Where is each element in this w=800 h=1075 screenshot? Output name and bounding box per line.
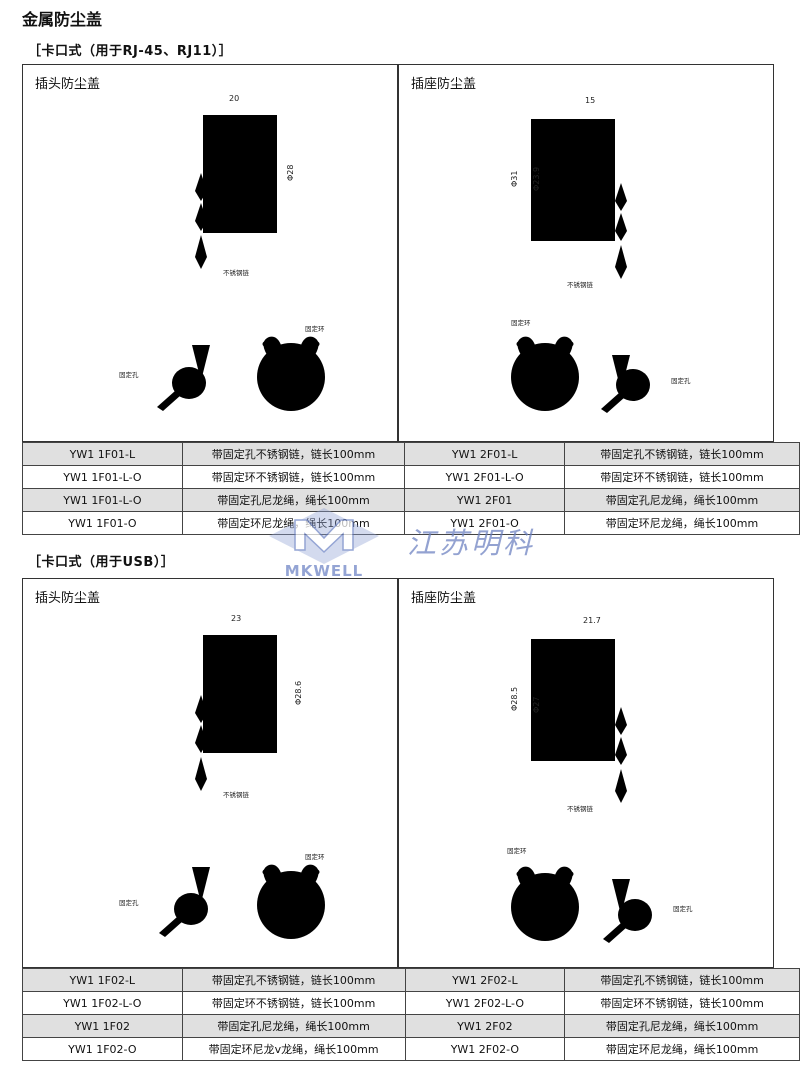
model-cell: YW1 1F02-L-O	[22, 991, 183, 1015]
panel-label: 插座防尘盖	[411, 77, 477, 92]
desc-cell: 带固定孔不锈钢链，链长100mm	[564, 442, 800, 466]
panel-socket-cap-rj45: 插座防尘盖 15 Φ31 Φ23.9 不锈钢链 固定环 固定孔	[398, 64, 774, 442]
panel-label: 插座防尘盖	[411, 591, 477, 606]
panel-label: 插头防尘盖	[35, 77, 101, 92]
desc-cell: 带固定孔尼龙绳，绳长100mm	[564, 488, 800, 512]
model-cell: YW1 2F02-L	[404, 968, 566, 992]
model-cell: YW1 1F01-L-O	[22, 488, 183, 512]
technical-drawing-socket-cap: 15 Φ31 Φ23.9 不锈钢链 固定环 固定孔	[505, 96, 691, 417]
desc-cell: 带固定孔不锈钢链，链长100mm	[564, 968, 800, 992]
table-row: YW1 1F01-L-O 带固定环不锈钢链，链长100mm YW1 2F01-L…	[22, 465, 800, 489]
table-row: YW1 1F02-L-O 带固定环不锈钢链，链长100mm YW1 2F02-L…	[22, 991, 800, 1015]
dim-outer-diameter: Φ31	[510, 171, 519, 187]
table-row: YW1 1F02-O 带固定环尼龙v龙绳，绳长100mm YW1 2F02-O …	[22, 1037, 800, 1061]
model-cell: YW1 1F02-L	[22, 968, 183, 992]
dim-inner-diameter: Φ27	[532, 697, 541, 713]
desc-cell: 带固定孔不锈钢链，链长100mm	[181, 968, 406, 992]
dim-length: 20	[229, 94, 239, 103]
panel-plug-cap-rj45: 插头防尘盖 20 Φ28 不锈钢链 固定孔 固定环	[22, 64, 398, 442]
section-title-rj45: ［卡口式（用于RJ-45、RJ11）］	[28, 44, 233, 59]
note-fixing-hole: 固定孔	[671, 376, 691, 385]
page-title: 金属防尘盖	[22, 10, 103, 29]
note-fixing-hole: 固定孔	[673, 904, 693, 913]
model-cell: YW1 2F02	[404, 1014, 566, 1038]
desc-cell: 带固定孔尼龙绳，绳长100mm	[564, 1014, 800, 1038]
desc-cell: 带固定环尼龙绳，绳长100mm	[564, 1037, 800, 1061]
desc-cell: 带固定孔尼龙绳，绳长100mm	[181, 488, 406, 512]
spec-table-rj45: YW1 1F01-L 带固定孔不锈钢链，链长100mm YW1 2F01-L 带…	[22, 442, 800, 535]
note-fixing-ring: 固定环	[305, 324, 325, 333]
model-cell: YW1 1F02-O	[22, 1037, 183, 1061]
model-cell: YW1 2F02-L-O	[404, 991, 566, 1015]
panel-plug-cap-usb: 插头防尘盖 23 Φ28.6 不锈钢链 固定孔 固定环	[22, 578, 398, 968]
desc-cell: 带固定环尼龙绳，绳长100mm	[181, 511, 406, 535]
panel-socket-cap-usb: 插座防尘盖 21.7 Φ28.5 Φ27 不锈钢链 固定环 固定孔	[398, 578, 774, 968]
dim-length: 23	[231, 614, 241, 623]
desc-cell: 带固定孔不锈钢链，链长100mm	[181, 442, 406, 466]
table-row: YW1 1F02 带固定孔尼龙绳，绳长100mm YW1 2F02 带固定孔尼龙…	[22, 1014, 800, 1038]
model-cell: YW1 1F02	[22, 1014, 183, 1038]
note-fixing-hole: 固定孔	[119, 370, 139, 379]
model-cell: YW1 2F02-O	[404, 1037, 566, 1061]
note-fixing-ring: 固定环	[305, 852, 325, 861]
model-cell: YW1 2F01-L	[404, 442, 566, 466]
model-cell: YW1 1F01-L-O	[22, 465, 183, 489]
dim-length: 15	[585, 96, 595, 105]
technical-drawing-plug-cap: 20 Φ28 不锈钢链 固定孔 固定环	[119, 94, 331, 417]
table-row: YW1 1F01-L 带固定孔不锈钢链，链长100mm YW1 2F01-L 带…	[22, 442, 800, 466]
table-row: YW1 1F01-O 带固定环尼龙绳，绳长100mm YW1 2F01-O 带固…	[22, 511, 800, 535]
dim-diameter: Φ28	[286, 165, 295, 181]
technical-drawing-plug-cap: 23 Φ28.6 不锈钢链 固定孔 固定环	[119, 614, 331, 945]
desc-cell: 带固定环不锈钢链，链长100mm	[181, 465, 406, 489]
note-fixing-hole: 固定孔	[119, 898, 139, 907]
model-cell: YW1 1F01-O	[22, 511, 183, 535]
dim-inner-diameter: Φ23.9	[532, 167, 541, 191]
model-cell: YW1 1F01-L	[22, 442, 183, 466]
table-row: YW1 1F01-L-O 带固定孔尼龙绳，绳长100mm YW1 2F01 带固…	[22, 488, 800, 512]
dim-length: 21.7	[583, 616, 601, 625]
desc-cell: 带固定环不锈钢链，链长100mm	[564, 991, 800, 1015]
note-fixing-ring: 固定环	[507, 846, 527, 855]
desc-cell: 带固定环尼龙绳，绳长100mm	[564, 511, 800, 535]
note-fixing-ring: 固定环	[511, 318, 531, 327]
note-chain: 不锈钢链	[567, 280, 594, 289]
spec-table-usb: YW1 1F02-L 带固定孔不锈钢链，链长100mm YW1 2F02-L 带…	[22, 968, 800, 1061]
section-title-usb: ［卡口式（用于USB）］	[28, 555, 175, 570]
table-row: YW1 1F02-L 带固定孔不锈钢链，链长100mm YW1 2F02-L 带…	[22, 968, 800, 992]
desc-cell: 带固定环尼龙v龙绳，绳长100mm	[181, 1037, 406, 1061]
note-chain: 不锈钢链	[223, 790, 250, 799]
desc-cell: 带固定孔尼龙绳，绳长100mm	[181, 1014, 406, 1038]
note-chain: 不锈钢链	[223, 268, 250, 277]
model-cell: YW1 2F01-O	[404, 511, 566, 535]
technical-drawing-socket-cap: 21.7 Φ28.5 Φ27 不锈钢链 固定环 固定孔	[505, 616, 693, 947]
desc-cell: 带固定环不锈钢链，链长100mm	[564, 465, 800, 489]
desc-cell: 带固定环不锈钢链，链长100mm	[181, 991, 406, 1015]
dim-diameter: Φ28.6	[294, 681, 303, 705]
dim-outer-diameter: Φ28.5	[510, 687, 519, 711]
note-chain: 不锈钢链	[567, 804, 594, 813]
model-cell: YW1 2F01-L-O	[404, 465, 566, 489]
model-cell: YW1 2F01	[404, 488, 566, 512]
panel-label: 插头防尘盖	[35, 591, 101, 606]
